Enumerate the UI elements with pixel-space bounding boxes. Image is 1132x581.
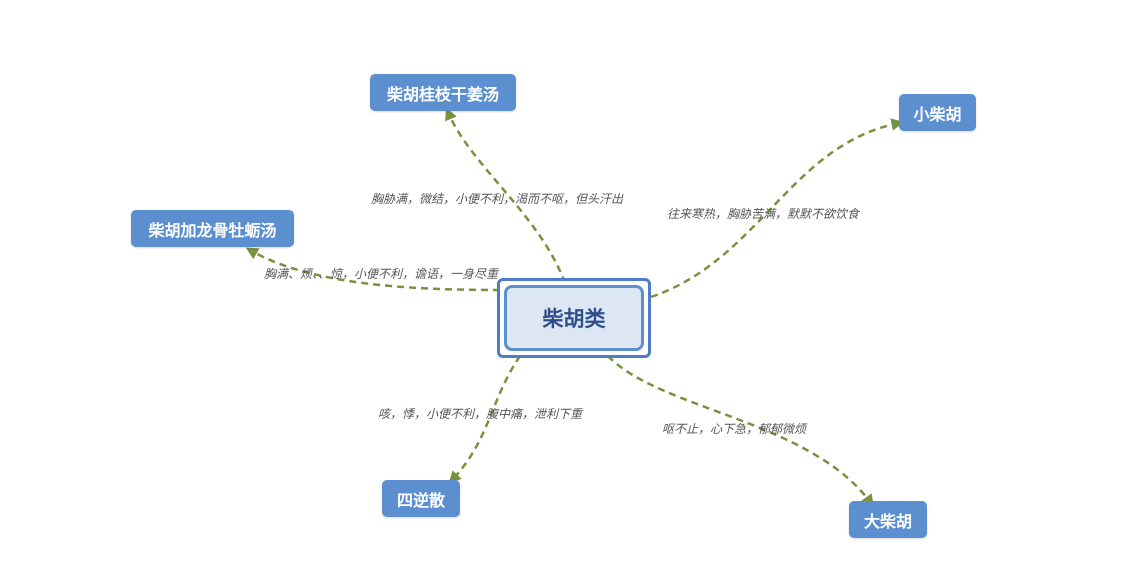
edge-guizhi xyxy=(445,107,567,284)
node-label: 大柴胡 xyxy=(863,511,912,531)
center-topic[interactable]: 柴胡类 xyxy=(497,278,651,358)
node-label: 小柴胡 xyxy=(913,104,962,124)
edge-longgu xyxy=(245,247,501,292)
edge-sini xyxy=(448,355,522,484)
edge-dachaihu xyxy=(607,355,874,508)
node-chaihu-guizhi-ganjiang-tang[interactable]: 柴胡桂枝干姜汤 xyxy=(370,74,516,111)
edge-label-longgu: 胸满、烦、、惊，小便不利，谵语，一身尽重 xyxy=(264,267,499,281)
node-label: 柴胡加龙骨牡蛎汤 xyxy=(148,220,277,240)
edge-label-dachaihu: 呕不止，心下急，郁郁微烦 xyxy=(662,422,807,436)
node-da-chaihu[interactable]: 大柴胡 xyxy=(849,501,927,538)
node-label: 柴胡桂枝干姜汤 xyxy=(386,84,499,104)
node-xiao-chaihu[interactable]: 小柴胡 xyxy=(899,94,976,131)
center-topic-label: 柴胡类 xyxy=(504,285,644,351)
node-label: 四逆散 xyxy=(396,490,445,510)
edge-label-sini: 咳，悸，小便不利，腹中痛，泄利下重 xyxy=(378,407,583,421)
edge-label-guizhi: 胸胁满，微结，小便不利，渴而不呕，但头汗出 xyxy=(371,192,624,206)
node-chaihu-jia-longgu-muli-tang[interactable]: 柴胡加龙骨牡蛎汤 xyxy=(131,210,294,247)
edge-xiaochaihu xyxy=(650,118,904,299)
edge-label-xiaochaihu: 往来寒热，胸胁苦满，默默不欲饮食 xyxy=(667,207,860,221)
node-sini-san[interactable]: 四逆散 xyxy=(382,480,460,517)
